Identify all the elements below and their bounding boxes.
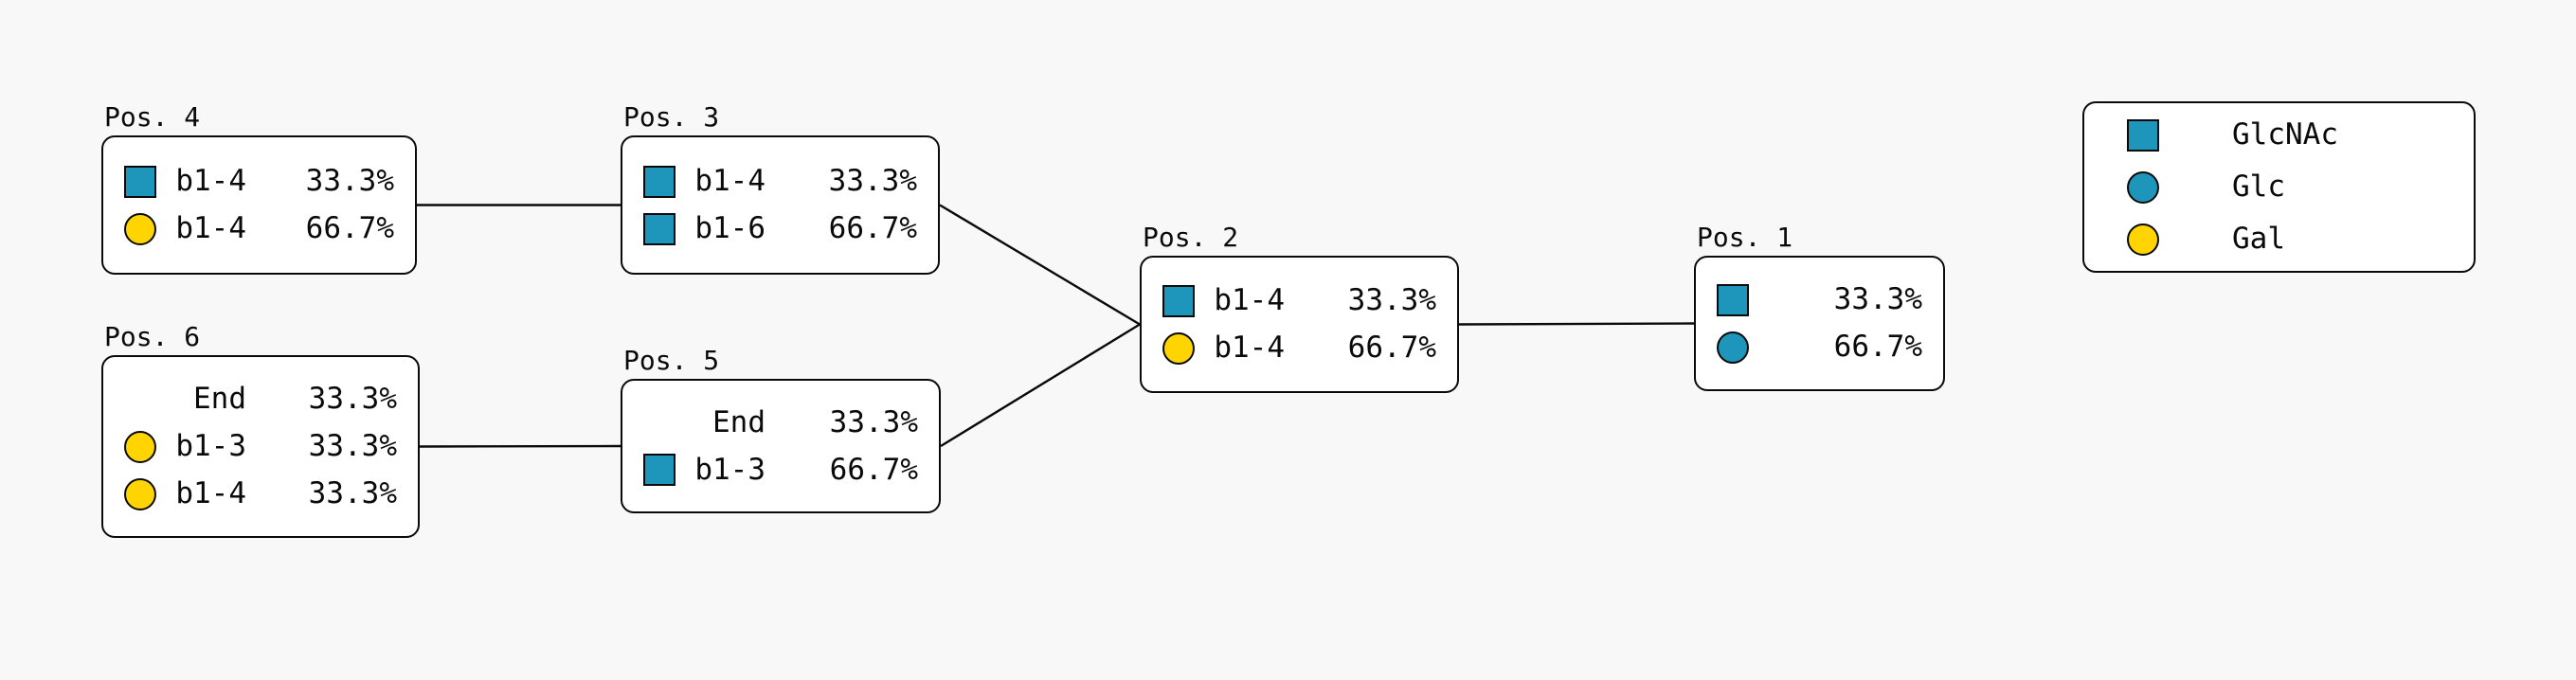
percentage-label: 66.7% [829,452,918,487]
node-title-pos2: Pos. 2 [1143,222,1239,253]
node-row: b1-3 66.7% [643,446,918,493]
legend-item-label: Gal [2232,222,2285,256]
linkage-label: End [712,404,766,439]
blue-square-icon [643,165,676,198]
node-pos1: Pos. 1 33.3% 66.7% [1694,224,1945,391]
edge-pos6-pos5 [419,444,621,448]
blue-square-icon [124,165,156,198]
linkage-label: b1-3 [694,452,766,487]
percentage-label: 33.3% [308,476,397,510]
node-row: 66.7% [1717,324,1922,371]
percentage-label: 33.3% [1833,282,1922,316]
linkage-label: b1-4 [1214,283,1285,317]
linkage-label: b1-4 [175,476,246,510]
node-title-pos1: Pos. 1 [1697,222,1793,253]
edge-pos3-pos2 [939,204,1141,326]
linkage-label: b1-4 [175,211,246,245]
blue-circle-icon [2127,170,2159,204]
edge-pos2-pos1 [1458,322,1695,326]
legend-item-label: Glc [2232,170,2285,204]
node-title-pos3: Pos. 3 [623,101,720,133]
percentage-label: 33.3% [829,404,918,439]
blue-square-icon [2127,118,2159,152]
node-row: b1-4 66.7% [124,206,394,253]
node-row: b1-4 66.7% [1162,325,1436,372]
percentage-label: 33.3% [308,382,397,416]
node-row: End 33.3% [643,399,918,446]
blue-square-icon [643,454,676,486]
node-row: b1-6 66.7% [643,206,917,253]
yellow-circle-icon [2127,223,2159,256]
yellow-circle-icon [1162,331,1195,365]
node-pos3: Pos. 3 b1-4 33.3% b1-6 66.7% [621,104,940,275]
percentage-label: 66.7% [828,211,917,245]
percentage-label: 66.7% [1347,331,1436,365]
yellow-circle-icon [124,430,156,463]
linkage-label: b1-3 [175,429,246,463]
node-pos2: Pos. 2 b1-4 33.3% b1-4 66.7% [1140,224,1459,393]
node-title-pos6: Pos. 6 [104,321,201,352]
node-title-pos4: Pos. 4 [104,101,201,133]
percentage-label: 33.3% [828,164,917,198]
yellow-circle-icon [124,212,156,245]
percentage-label: 66.7% [305,211,394,245]
node-row: b1-4 33.3% [124,158,394,206]
node-row: b1-4 33.3% [643,158,917,206]
linkage-label: End [193,382,246,416]
node-pos6: Pos. 6 End 33.3% b1-3 33.3% b1-4 33.3% [101,324,420,538]
legend-item: GlcNAc [2127,109,2431,161]
legend-item: Glc [2127,161,2431,213]
node-row: b1-4 33.3% [1162,277,1436,325]
linkage-label: b1-4 [175,164,246,198]
blue-square-icon [1162,284,1195,317]
node-row: b1-4 33.3% [124,471,397,518]
percentage-label: 33.3% [1347,283,1436,317]
node-row: 33.3% [1717,277,1922,324]
blue-square-icon [643,212,676,245]
node-row: End 33.3% [124,376,397,423]
percentage-label: 33.3% [308,429,397,463]
percentage-label: 66.7% [1833,330,1922,364]
node-row: b1-3 33.3% [124,423,397,471]
legend-item: Gal [2127,213,2431,265]
linkage-label: b1-4 [1214,331,1285,365]
linkage-label: b1-6 [694,211,766,245]
node-pos5: Pos. 5 End 33.3% b1-3 66.7% [621,348,941,513]
legend-item-label: GlcNAc [2232,117,2338,152]
node-pos4: Pos. 4 b1-4 33.3% b1-4 66.7% [101,104,417,275]
node-title-pos5: Pos. 5 [623,345,720,376]
blue-circle-icon [1717,331,1749,364]
percentage-label: 33.3% [305,164,394,198]
yellow-circle-icon [124,477,156,510]
edge-pos5-pos2 [940,323,1141,448]
linkage-label: b1-4 [694,164,766,198]
blue-square-icon [1717,283,1749,316]
